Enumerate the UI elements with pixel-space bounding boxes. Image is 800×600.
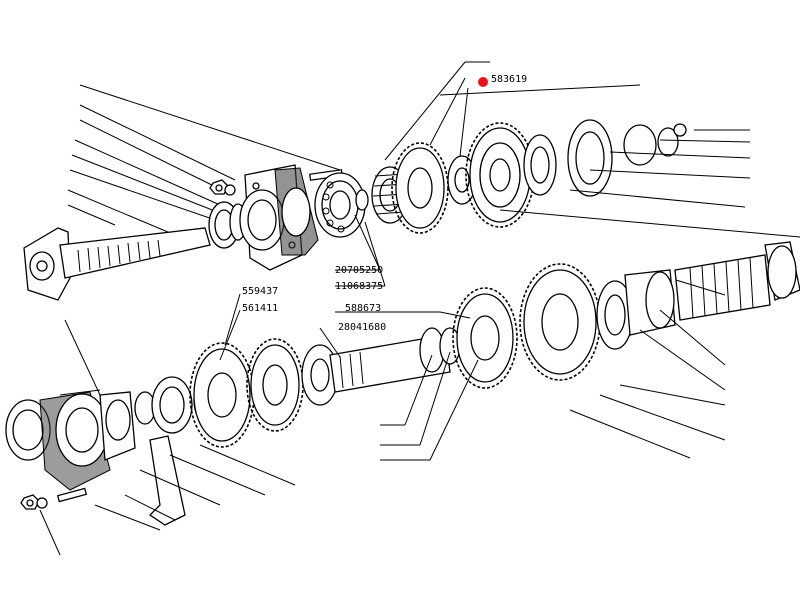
synchro-lower (301, 344, 339, 406)
part-number-583619: 583619 (491, 74, 527, 85)
gear-lower-2 (246, 338, 304, 432)
part-number-559437: 559437 (242, 286, 278, 297)
rear-cover (5, 391, 136, 491)
input-shaft (23, 201, 247, 301)
gear-lower-1 (189, 342, 255, 448)
retaining-plate (148, 435, 186, 526)
synchro-ring-upper (523, 134, 557, 196)
part-number-588673: 588673 (345, 303, 381, 314)
part-number-561411: 561411 (242, 303, 278, 314)
nut-washer (209, 179, 236, 196)
part-number-11068375: 11068375 (335, 281, 383, 292)
leader-lines-lower-right (569, 279, 726, 459)
gear-lower-3 (452, 287, 518, 389)
leader-lines-lower-left (39, 319, 479, 556)
output-shaft (674, 241, 800, 321)
bearing-lower-right (624, 269, 676, 336)
part-number-28041680: 28041680 (338, 322, 386, 333)
gear-upper-3 (465, 122, 535, 228)
needle-bearing-upper (623, 123, 687, 166)
highlight-marker (478, 77, 488, 87)
leader-lines-upper-left (67, 84, 341, 236)
nut-washer-lower (20, 487, 88, 510)
part-number-20705250: 20705250 (335, 265, 383, 276)
gasket (274, 167, 319, 256)
leader-583619 (384, 61, 490, 161)
gear-upper-1 (391, 142, 449, 234)
sleeve-upper (567, 119, 613, 197)
ball-bearing-upper (314, 172, 369, 238)
leader-lines-upper-right (439, 84, 800, 238)
gear-lower-4 (519, 263, 601, 381)
leader-lines-callouts (219, 214, 471, 361)
needle-cage-lower (419, 327, 461, 373)
